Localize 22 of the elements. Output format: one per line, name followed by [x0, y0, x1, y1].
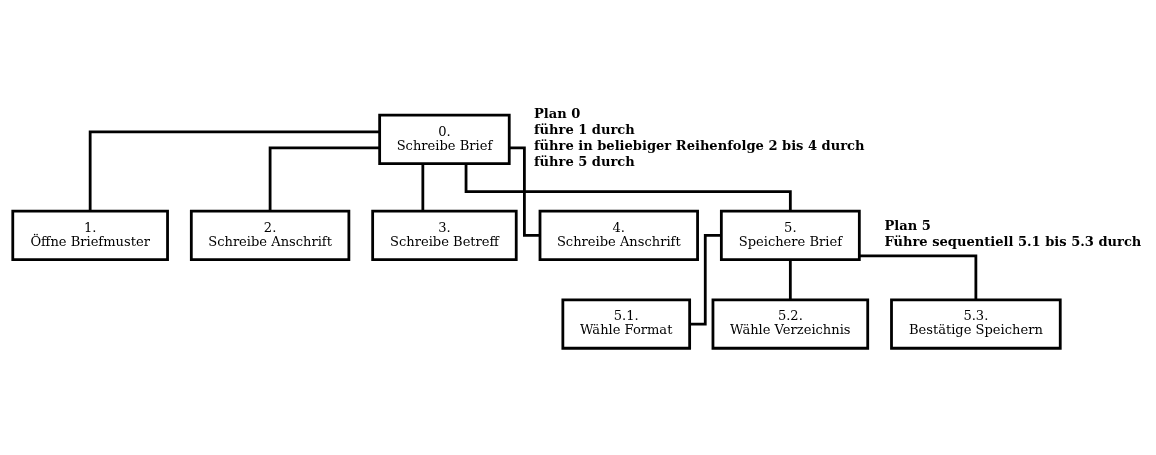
node-label: führe 1 durch: [533, 121, 635, 137]
node-box: 5. Speichere Brief: [719, 209, 861, 261]
node-box: 3. Schreibe Betreff: [371, 209, 518, 261]
connector: [788, 259, 792, 300]
node-box: 5.1. Wähle Format: [561, 297, 692, 350]
connector: [88, 130, 380, 211]
node-label: führe in beliebiger Reihenfolge 2 bis 4 durch: [533, 137, 865, 153]
connector: [509, 145, 540, 237]
node-label: Plan 0: [533, 105, 581, 121]
node-label: Plan 5: [884, 217, 931, 233]
node-label: Führe sequentiell 5.1 bis 5.3 durch: [884, 233, 1142, 249]
connector: [689, 233, 722, 325]
node-box: 4. Schreibe Anschrift: [538, 209, 699, 261]
node-box: 1. Öffne Briefmuster: [11, 209, 169, 261]
node-box: 5.3. Bestätige Speichern: [890, 297, 1062, 350]
connector: [268, 145, 380, 211]
connector: [421, 163, 425, 211]
node-box: 2. Schreibe Anschrift: [189, 209, 351, 261]
node-label: führe 5 durch: [533, 153, 635, 169]
connector: [859, 254, 978, 299]
node-box: 5.2. Wähle Verzeichnis: [711, 297, 870, 350]
node-box: 0. Schreibe Brief: [378, 113, 511, 165]
